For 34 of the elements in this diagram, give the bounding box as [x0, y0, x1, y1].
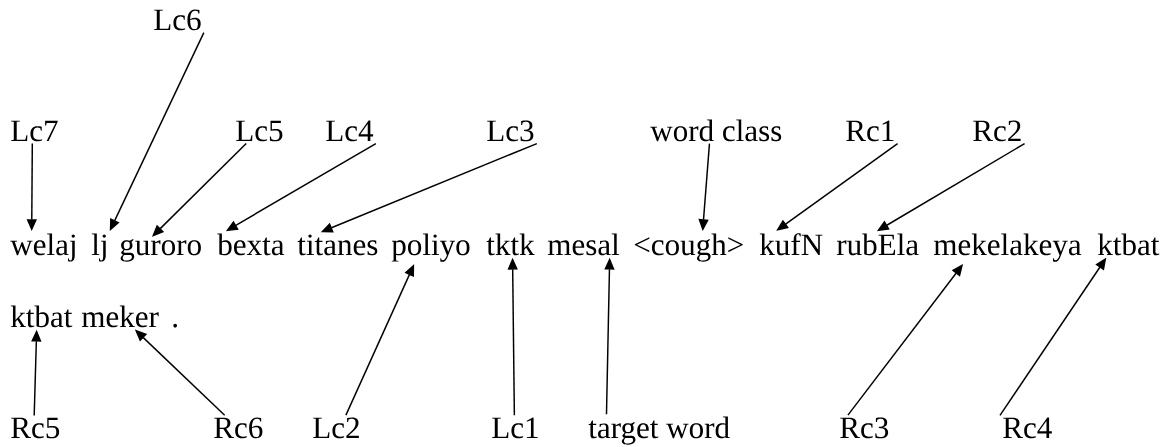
leader-arrow: [345, 264, 415, 416]
sentence-word: mekelakeya: [933, 233, 1082, 262]
annotation-label: Lc5: [236, 120, 283, 142]
leader-arrow: [152, 142, 247, 237]
leader-arrow: [776, 142, 899, 231]
annotation-label: Lc3: [487, 120, 534, 142]
sentence-word: <cough>: [634, 233, 743, 262]
annotation-label: Lc6: [154, 9, 201, 31]
annotation-label: Rc4: [1003, 417, 1052, 439]
annotation-label: Rc6: [214, 417, 263, 439]
sentence-word: rubEla: [836, 233, 919, 256]
sentence-word: meker: [81, 305, 159, 328]
annotation-label: Rc5: [11, 417, 60, 439]
annotation-label: Lc1: [492, 417, 538, 439]
sentence-word: ktbat: [1097, 233, 1160, 256]
annotation-label: Rc2: [973, 120, 1021, 142]
annotation-label: Lc4: [326, 120, 374, 142]
annotation-label: Rc1: [846, 120, 894, 142]
annotation-label: Lc7: [11, 120, 58, 142]
annotation-label: word class: [650, 119, 782, 142]
annotation-label: Rc3: [840, 417, 889, 439]
sentence-word: titanes: [297, 234, 378, 256]
annotation-label: Lc2: [313, 417, 359, 439]
annotation-label: target word: [588, 416, 730, 445]
sentence-word: welaj: [10, 233, 75, 262]
sentence-word: lj: [91, 233, 106, 262]
sentence-word: mesal: [547, 233, 620, 256]
sentence-word: ktbat: [10, 305, 73, 328]
sentence-word: poliyo: [391, 233, 470, 262]
sentence-word: tktk: [486, 233, 535, 256]
sentence-word: bexta: [217, 233, 285, 256]
sentence-word: kufN: [759, 233, 823, 256]
sentence-word: guroro: [120, 239, 201, 262]
sentence-period: .: [173, 323, 177, 328]
